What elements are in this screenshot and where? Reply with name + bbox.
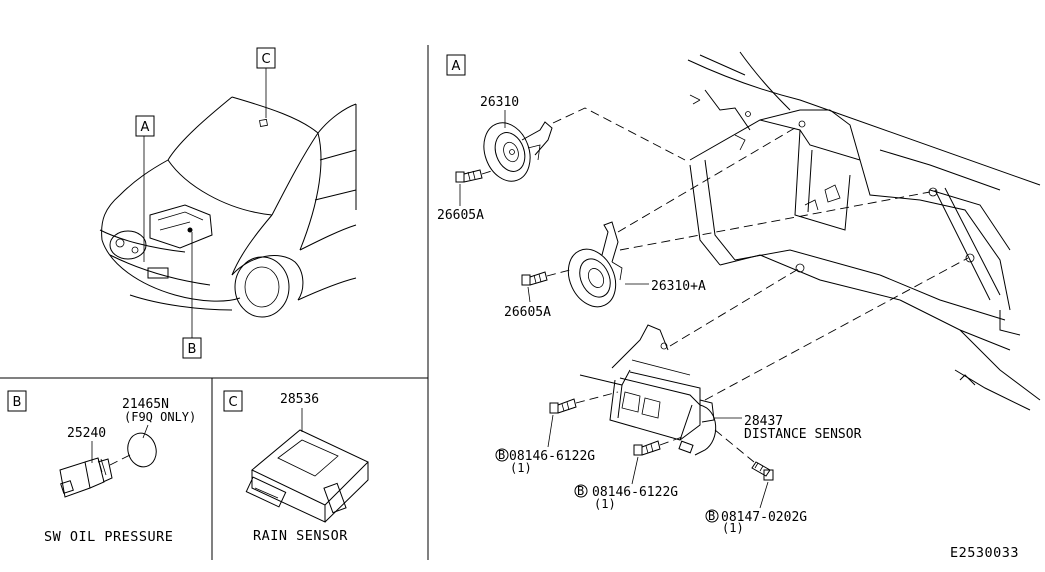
sensor-bolt-a-label: B 08146-6122G (1) (495, 448, 595, 475)
oil-gasket-part-no: 21465N (122, 397, 169, 412)
oil-gasket (127, 432, 157, 468)
callout-a-top: A (135, 115, 155, 137)
svg-text:08146-6122G: 08146-6122G (592, 485, 678, 500)
svg-text:A: A (141, 120, 150, 135)
oil-switch-part-no: 25240 (67, 426, 106, 441)
callout-c-top: C (256, 47, 276, 69)
svg-text:B: B (498, 448, 505, 462)
rain-sensor (245, 429, 369, 523)
sensor-bolt-b (633, 440, 661, 456)
horn-bolt-lower-part-no: 26605A (504, 305, 551, 320)
section-a-horn-and-sensor: A (446, 54, 466, 76)
sensor-bolt-a (549, 398, 577, 414)
rain-caption: RAIN SENSOR (253, 528, 348, 544)
horn-high-part-no: 26310 (480, 95, 519, 110)
car-overview (99, 68, 357, 338)
oil-gasket-note: (F9Q ONLY) (124, 410, 196, 424)
assembly-lines (481, 107, 969, 463)
oil-caption: SW OIL PRESSURE (44, 529, 173, 545)
svg-text:(1): (1) (594, 497, 616, 511)
horn-low (567, 221, 623, 308)
horn-bolt-lower (521, 271, 548, 286)
callout-b-top: B (182, 337, 202, 359)
rain-sensor-part-no: 28536 (280, 392, 319, 407)
sensor-bolt-c (751, 461, 774, 481)
horn-bolt-upper (455, 169, 483, 183)
horn-bolt-upper-part-no: 26605A (437, 208, 484, 223)
sensor-bolt-c-label: B 08147-0202G (1) (705, 509, 807, 535)
distance-sensor-name: DISTANCE SENSOR (744, 427, 862, 442)
svg-text:(1): (1) (722, 521, 744, 535)
distance-sensor (579, 324, 717, 456)
distance-sensor-part-no: 28437 (744, 414, 783, 429)
svg-text:C: C (228, 395, 237, 410)
horn-low-part-no: 26310+A (651, 279, 706, 294)
svg-text:B: B (13, 395, 22, 410)
sensor-bolt-b-label: B 08146-6122G (1) (574, 484, 678, 511)
svg-text:B: B (708, 509, 715, 523)
svg-text:(1): (1) (510, 461, 532, 475)
svg-text:C: C (261, 52, 270, 67)
oil-pressure-switch (59, 457, 113, 498)
horn-high (483, 121, 553, 182)
svg-text:B: B (577, 484, 584, 498)
section-c-rain-sensor: C 28536 RAIN SENSOR (223, 390, 369, 544)
svg-text:08147-0202G: 08147-0202G (721, 510, 807, 525)
svg-text:A: A (452, 59, 461, 74)
svg-text:B: B (188, 342, 197, 357)
front-end-structure (687, 51, 1041, 411)
section-b-oil-pressure: B 21465N (F9Q ONLY) 25240 SW OIL PRESSUR… (7, 390, 196, 545)
diagram-code: E2530033 (950, 545, 1019, 561)
svg-text:08146-6122G: 08146-6122G (509, 449, 595, 464)
